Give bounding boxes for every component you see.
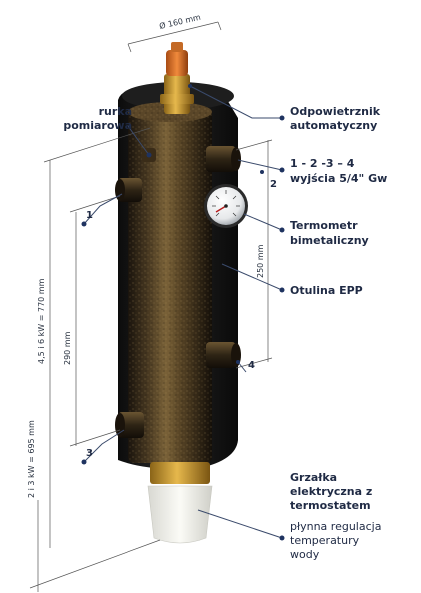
port-3-label: 3 [86, 448, 93, 459]
rurka-label-1: rurka [99, 105, 132, 118]
port-1-label: 1 [86, 210, 93, 221]
dim-695-label: 2 i 3 kW = 695 mm [27, 420, 36, 498]
dim-250: 250 mm [235, 139, 273, 369]
plynna-label-3: wody [290, 548, 320, 561]
leader-lines [81, 84, 285, 541]
rurka-label-2: pomiarowa [63, 119, 132, 132]
dim-770: 4,5 i 6 kW = 770 mm [37, 127, 151, 548]
heater [147, 462, 213, 544]
grzalka-label-3: termostatem [290, 499, 371, 512]
outputs-label-2: wyjścia 5/4" Gw [290, 172, 387, 185]
dim-695: 2 i 3 kW = 695 mm [27, 420, 161, 592]
grzalka-label-2: elektryczna z [290, 485, 372, 498]
otulina-label: Otulina EPP [290, 284, 363, 297]
plynna-label-1: płynna regulacja [290, 520, 381, 533]
dim-770-label: 4,5 i 6 kW = 770 mm [37, 278, 46, 364]
termo-label-2: bimetaliczny [290, 234, 369, 247]
termo-label-1: Termometr [290, 219, 358, 232]
callouts: rurka pomiarowa Odpowietrznik automatycz… [63, 105, 387, 561]
dim-290: 290 mm [63, 195, 121, 447]
air-vent [160, 42, 194, 114]
dim-290-label: 290 mm [63, 331, 72, 365]
plynna-label-2: temperatury [290, 534, 360, 547]
odpow-label-1: Odpowietrznik [290, 105, 381, 118]
outputs-label-1: 1 - 2 -3 – 4 [290, 157, 355, 170]
separator-body [128, 102, 212, 463]
grzalka-label-1: Grzałka [290, 471, 337, 484]
dim-250-label: 250 mm [256, 244, 265, 278]
port-4-label: 4 [248, 360, 255, 371]
port-2-label: 2 [270, 179, 277, 190]
diameter-label: Ø 160 mm [158, 12, 202, 31]
odpow-label-2: automatyczny [290, 119, 377, 132]
thermometer-gauge [204, 184, 248, 228]
